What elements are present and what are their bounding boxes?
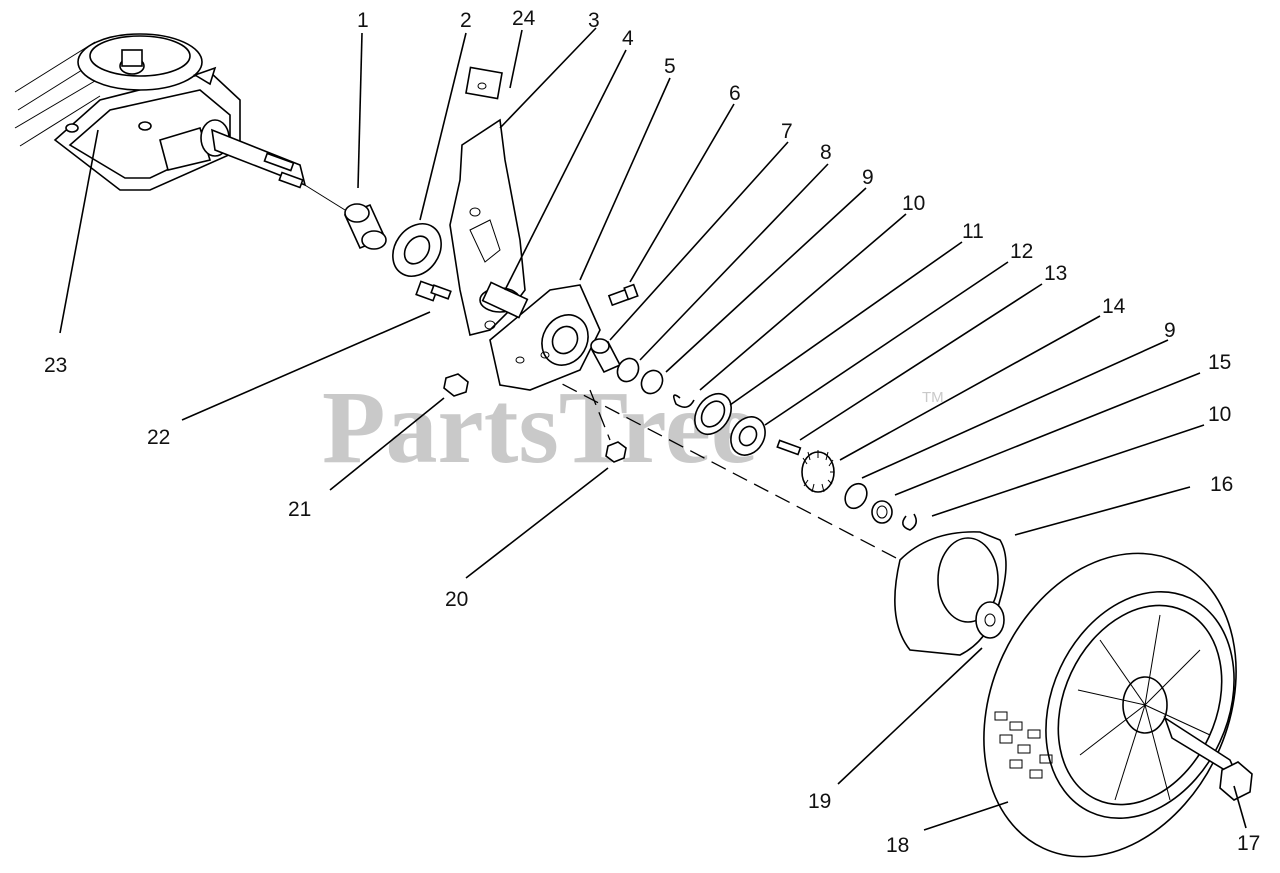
part-22-bolt xyxy=(415,280,452,302)
part-14-washer xyxy=(844,482,868,510)
callout-15: 15 xyxy=(1208,351,1231,374)
callout-17: 17 xyxy=(1237,832,1260,855)
part-20-nut xyxy=(605,441,627,463)
transmission-housing xyxy=(14,33,307,191)
part-7-washer xyxy=(616,357,640,383)
part-13-gear xyxy=(801,450,835,493)
trademark-mark: TM xyxy=(922,389,944,406)
part-3-bracket xyxy=(449,118,526,336)
callout-11: 11 xyxy=(962,220,984,243)
part-5-bolt xyxy=(607,283,639,307)
part-4-pivot-arm xyxy=(479,281,601,391)
part-10-washer xyxy=(694,392,732,436)
axis-line-lower xyxy=(589,389,611,441)
callout-4: 4 xyxy=(622,27,634,50)
callout-23: 23 xyxy=(44,354,67,377)
callout-2: 2 xyxy=(460,9,472,32)
part-16-hub-cover xyxy=(894,531,1007,656)
part-6-spacer xyxy=(590,338,622,374)
callout-13: 13 xyxy=(1044,262,1067,285)
callout-10a: 10 xyxy=(902,192,925,215)
callout-22: 22 xyxy=(147,426,170,449)
part-15-bushing xyxy=(871,500,893,524)
part-17-axle-bolt xyxy=(1163,716,1253,801)
callout-9b: 9 xyxy=(1164,319,1176,342)
callout-20: 20 xyxy=(445,588,468,611)
callout-5: 5 xyxy=(664,55,676,78)
callout-18: 18 xyxy=(886,834,909,857)
axis-line-shaft xyxy=(299,181,346,211)
callout-19: 19 xyxy=(808,790,831,813)
callout-1: 1 xyxy=(357,9,369,32)
part-2-washer xyxy=(392,223,442,277)
callout-labels: 1 2 24 3 4 5 6 7 8 9 10 11 12 13 14 9 15… xyxy=(44,7,1260,857)
part-24-clip xyxy=(465,66,503,100)
callout-10b: 10 xyxy=(1208,403,1231,426)
callout-24: 24 xyxy=(512,7,536,30)
leader-lines xyxy=(59,27,1247,831)
callout-6: 6 xyxy=(729,82,741,105)
part-1-bushing xyxy=(343,203,387,250)
callout-9a: 9 xyxy=(862,166,874,189)
part-8-washer xyxy=(640,369,664,395)
part-18-wheel xyxy=(983,552,1237,858)
watermark: PartsTree xyxy=(322,370,757,485)
callout-7: 7 xyxy=(781,120,793,143)
part-10-clip xyxy=(902,513,918,531)
callout-21: 21 xyxy=(288,498,311,521)
callout-3: 3 xyxy=(588,9,600,32)
callout-14: 14 xyxy=(1102,295,1126,318)
callout-12: 12 xyxy=(1010,240,1033,263)
part-11-bearing xyxy=(730,416,766,456)
part-9-clip xyxy=(672,394,695,408)
callout-8: 8 xyxy=(820,141,832,164)
callout-16: 16 xyxy=(1210,473,1233,496)
part-12-key xyxy=(776,439,802,456)
part-21-nut xyxy=(443,373,469,397)
